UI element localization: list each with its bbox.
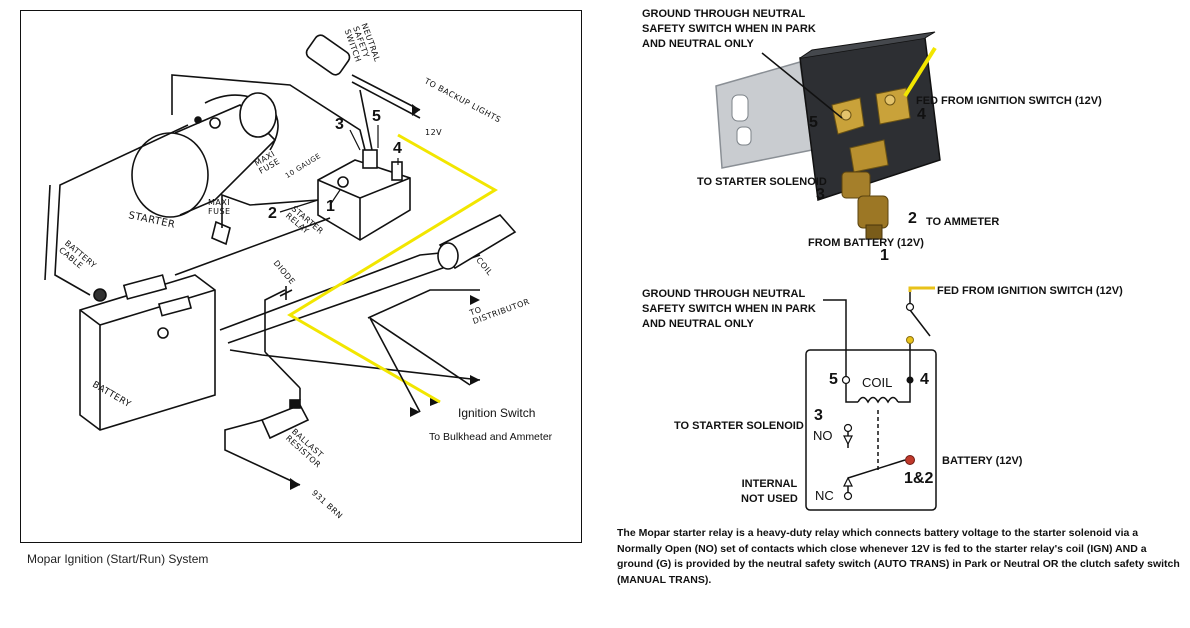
terminal-no-dot [843,423,853,433]
terminal-nc-dot [843,491,853,501]
schematic-ground-line-1: GROUND THROUGH NEUTRAL [642,288,806,300]
to-bulkhead-label: To Bulkhead and Ammeter [429,431,553,443]
photo-starter-label: TO STARTER SOLENOID [697,176,827,188]
ballast-resistor [260,403,310,440]
neutral-safety-switch [305,34,351,76]
relay-description: The Mopar starter relay is a heavy-duty … [617,527,1180,586]
photo-number-2: 2 [908,210,917,227]
ignition-wire-highlight [287,133,498,404]
internal-line-2: NOT USED [741,493,798,505]
wiring-number-4: 4 [393,140,402,157]
photo-number-5: 5 [809,114,818,131]
photo-number-4: 4 [917,106,926,123]
schematic-battery-label: BATTERY (12V) [942,455,1023,467]
relay-schematic-box [805,349,937,511]
photo-fed-label: FED FROM IGNITION SWITCH (12V) [916,95,1102,107]
schematic-ground-line-2: SAFETY SWITCH WHEN IN PARK [642,303,816,315]
schematic-number-1-2: 1&2 [904,470,934,487]
internal-not-used-label: INTERNAL NOT USED [741,477,798,507]
internal-line-1: INTERNAL [741,478,798,490]
v12-label: 12V [425,128,443,137]
photo-battery-label: FROM BATTERY (12V) [808,237,924,249]
ignition-switch-label: Ignition Switch [458,406,536,420]
schematic-fed-label: FED FROM IGNITION SWITCH (12V) [937,285,1123,297]
schematic-ground-line-3: AND NEUTRAL ONLY [642,318,754,330]
wiring-number-2: 2 [268,205,277,222]
photo-ground-line-2: SAFETY SWITCH WHEN IN PARK [642,23,816,35]
wiring-number-3: 3 [335,116,344,133]
diagram-caption: Mopar Ignition (Start/Run) System [27,552,209,566]
wiring-diagram [20,10,582,543]
photo-number-3: 3 [816,186,825,203]
nc-text: NC [815,488,834,503]
schematic-number-3: 3 [814,407,823,424]
battery-drawing [79,274,216,431]
photo-ground-line-3: AND NEUTRAL ONLY [642,38,754,50]
schematic-ign-wire [908,286,935,292]
ign-terminal-dot [906,336,914,344]
photo-ground-line-1: GROUND THROUGH NEUTRAL [642,8,806,20]
schematic-starter-label: TO STARTER SOLENOID [674,420,804,432]
maxi-fuse-left-label: MAXI FUSE [208,198,231,216]
photo-ground-label: GROUND THROUGH NEUTRAL SAFETY SWITCH WHE… [642,7,816,52]
photo-number-1: 1 [880,247,889,264]
wiring-number-1: 1 [326,198,335,215]
schematic-number-5: 5 [829,371,838,388]
terminal-4-dot [906,376,914,384]
terminal-5-dot [841,375,851,385]
schematic-ground-label: GROUND THROUGH NEUTRAL SAFETY SWITCH WHE… [642,287,816,332]
coil-text: COIL [862,375,893,390]
battery-terminal-dot [905,455,915,465]
photo-ammeter-label: TO AMMETER [926,216,1000,228]
schematic-number-4: 4 [920,371,929,388]
photo-ign-wire [903,46,937,98]
no-text: NO [813,428,833,443]
wiring-number-5: 5 [372,108,381,125]
